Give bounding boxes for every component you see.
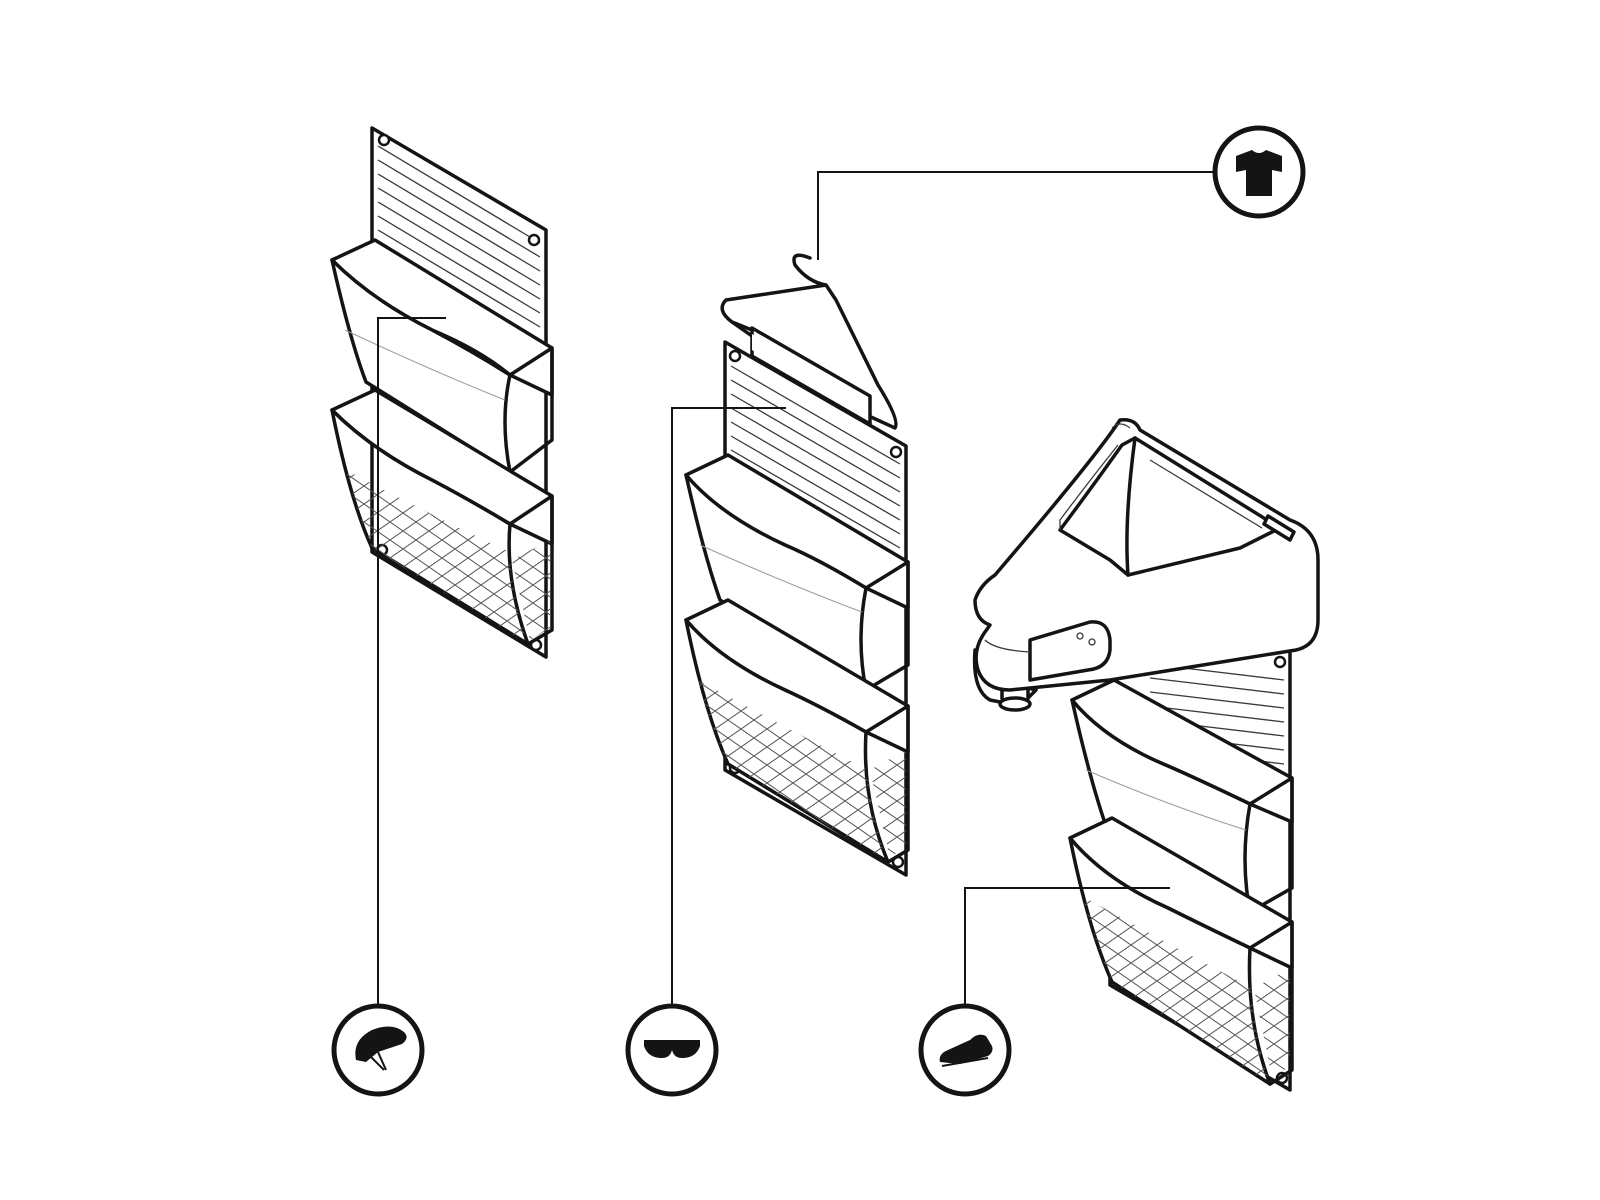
- sunglasses-icon: [644, 1040, 700, 1058]
- grommet: [1273, 655, 1287, 669]
- lower-pocket: [330, 388, 554, 646]
- callout-badge-helmet: [331, 1003, 425, 1097]
- cycling-shoe-icon: [939, 1034, 993, 1064]
- wall-organizer-1: [330, 126, 554, 659]
- panel-stripes: [730, 365, 901, 549]
- jersey-icon: [1236, 150, 1282, 196]
- leader-line-jersey: [817, 171, 1215, 260]
- bike-helmet-icon: [355, 1026, 407, 1062]
- grommet: [728, 349, 742, 363]
- grommet: [527, 233, 541, 247]
- leader-line-sunglasses: [671, 407, 786, 1012]
- clothes-hanger: [720, 253, 898, 430]
- callout-badge-sunglasses: [625, 1003, 719, 1097]
- bracket-clamp: [972, 417, 1320, 712]
- upper-pocket: [1070, 678, 1294, 914]
- lower-pocket: [684, 598, 910, 864]
- grommet: [377, 133, 391, 147]
- lower-pocket: [1068, 816, 1294, 1086]
- callout-badge-shoe: [918, 1003, 1012, 1097]
- upper-pocket: [684, 453, 910, 692]
- leader-line-shoe: [964, 887, 1170, 1012]
- wall-organizer-2: [684, 253, 910, 877]
- wall-organizer-3: [972, 417, 1320, 1092]
- callout-leaders: [377, 171, 1215, 1012]
- grommet: [889, 445, 903, 459]
- leader-line-helmet: [377, 317, 446, 1012]
- callout-badge-jersey: [1212, 125, 1306, 219]
